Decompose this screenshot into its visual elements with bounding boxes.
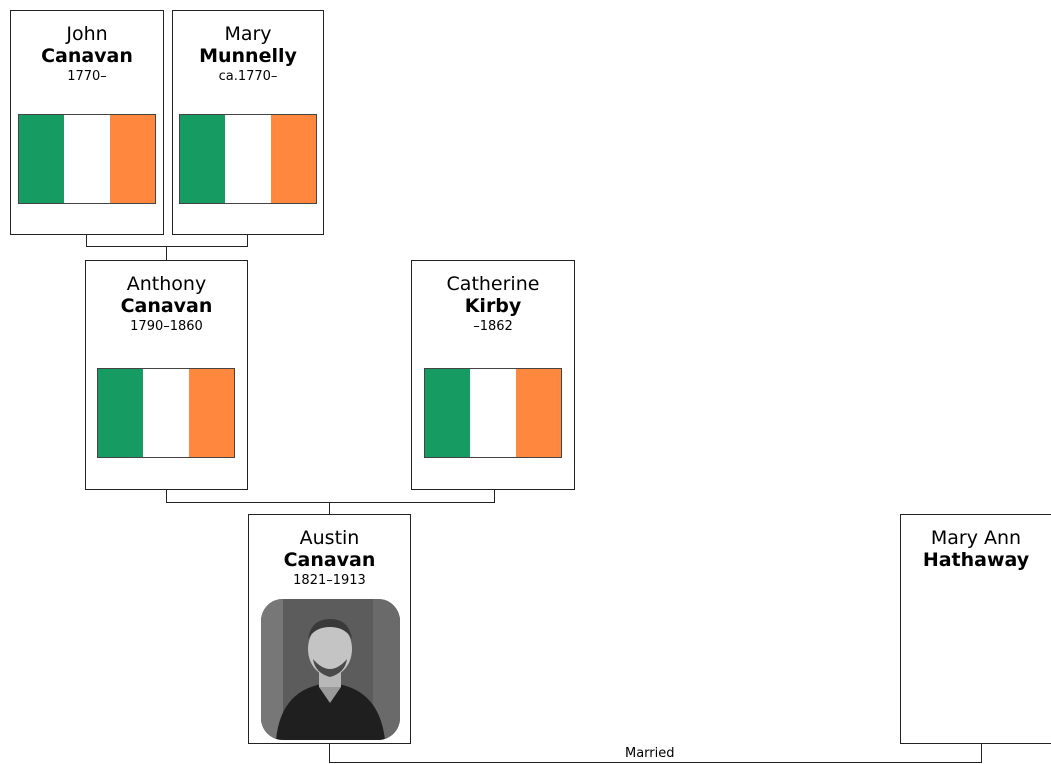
connector-line xyxy=(86,246,248,247)
surname: Canavan xyxy=(283,549,376,571)
surname: Kirby xyxy=(464,295,522,317)
person-card-austin-canavan[interactable]: Austin Canavan 1821–1913 xyxy=(248,514,411,744)
life-dates: ca.1770– xyxy=(218,69,278,84)
irish-flag-icon xyxy=(97,368,235,458)
surname: Munnelly xyxy=(199,45,297,67)
person-card-mary-ann-hathaway[interactable]: Mary Ann Hathaway xyxy=(900,514,1051,744)
life-dates: 1770– xyxy=(67,69,107,84)
life-dates: 1821–1913 xyxy=(293,573,366,588)
portrait-silhouette-icon xyxy=(261,599,400,740)
first-name: John xyxy=(66,23,108,45)
irish-flag-icon xyxy=(179,114,317,204)
connector-line xyxy=(329,502,330,515)
life-dates: –1862 xyxy=(473,319,513,334)
first-name: Anthony xyxy=(126,273,207,295)
first-name: Catherine xyxy=(446,273,540,295)
connector-line xyxy=(86,234,87,246)
life-dates: 1790–1860 xyxy=(130,319,203,334)
connector-line xyxy=(166,246,167,261)
portrait-photo xyxy=(261,599,400,740)
person-card-anthony-canavan[interactable]: Anthony Canavan 1790–1860 xyxy=(85,260,248,490)
connector-line xyxy=(166,502,495,503)
marriage-line xyxy=(329,762,982,763)
connector-line xyxy=(247,234,248,246)
irish-flag-icon xyxy=(424,368,562,458)
first-name: Mary xyxy=(224,23,272,45)
connector-line xyxy=(981,743,982,762)
connector-line xyxy=(166,489,167,502)
married-label: Married xyxy=(625,746,675,761)
surname: Canavan xyxy=(41,45,133,67)
irish-flag-icon xyxy=(18,114,156,204)
connector-line xyxy=(329,743,330,762)
person-card-mary-munnelly[interactable]: Mary Munnelly ca.1770– xyxy=(172,10,324,235)
person-card-catherine-kirby[interactable]: Catherine Kirby –1862 xyxy=(411,260,575,490)
person-card-john-canavan[interactable]: John Canavan 1770– xyxy=(10,10,164,235)
first-name: Mary Ann xyxy=(930,527,1022,549)
surname: Hathaway xyxy=(922,549,1030,571)
surname: Canavan xyxy=(120,295,213,317)
connector-line xyxy=(494,489,495,502)
first-name: Austin xyxy=(299,527,360,549)
